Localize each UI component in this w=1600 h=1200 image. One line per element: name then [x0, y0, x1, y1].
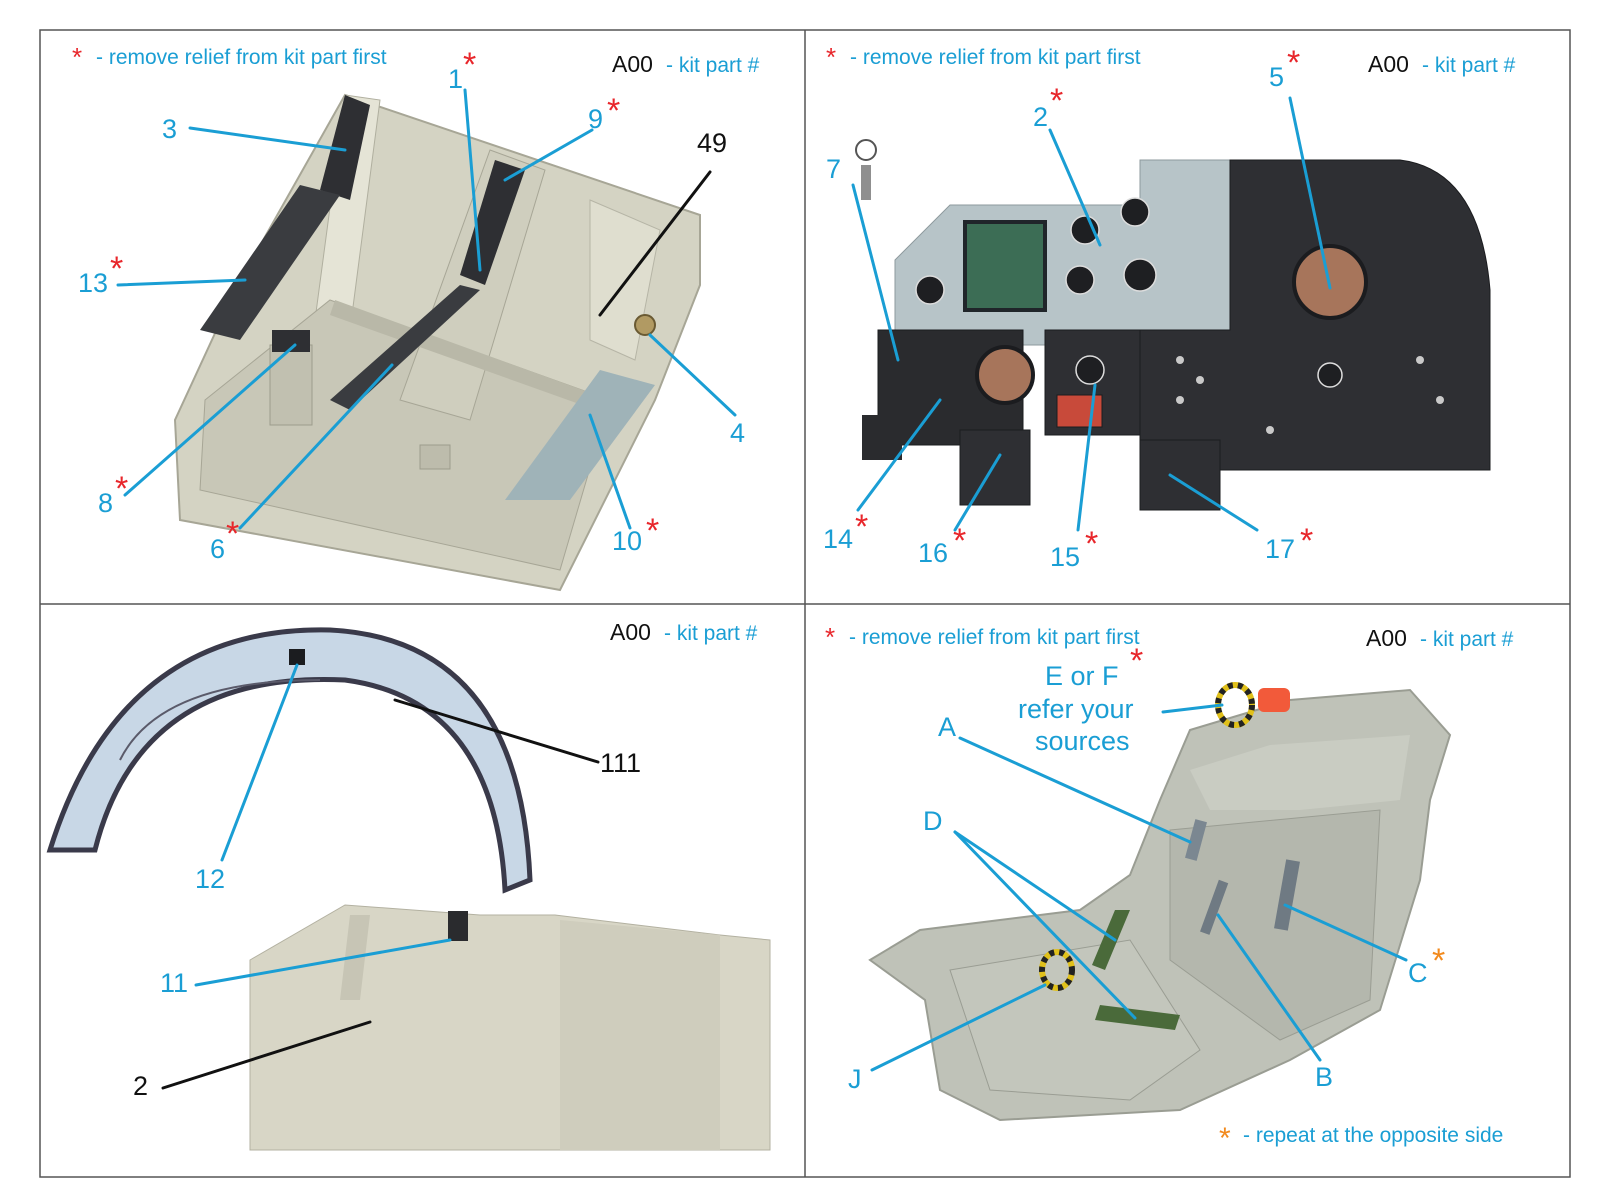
panel-instrument-panel: * - remove relief from kit part first A0…: [823, 42, 1516, 572]
callout-c: C: [1408, 958, 1428, 988]
asterisk-10: *: [646, 512, 659, 550]
asterisk-6: *: [226, 515, 239, 553]
callout-8: 8: [98, 488, 113, 518]
asterisk-14: *: [855, 508, 868, 546]
callout-17: 17: [1265, 534, 1295, 564]
asterisk-8: *: [115, 470, 128, 508]
panel-canopy: A00 - kit part # 111 12 11 2: [46, 619, 771, 1151]
callout-d: D: [923, 806, 943, 836]
panel-ejection-seat: * - remove relief from kit part first A0…: [825, 622, 1514, 1155]
callout-5: 5: [1269, 62, 1284, 92]
repeat-opposite-legend: - repeat at the opposite side: [1243, 1124, 1503, 1147]
callout-7: 7: [826, 154, 841, 184]
note-refer-your: refer your: [1018, 694, 1134, 724]
kit-part-legend: - kit part #: [664, 622, 758, 645]
asterisk-c: *: [1432, 942, 1445, 980]
asterisk-13: *: [110, 250, 123, 288]
remove-relief-legend: - remove relief from kit part first: [850, 46, 1141, 69]
canopy-image: [46, 627, 771, 1151]
callout-11: 11: [160, 968, 188, 998]
callout-4: 4: [730, 418, 745, 448]
callout-49: 49: [697, 128, 727, 158]
asterisk-9: *: [607, 92, 620, 130]
asterisk-mark: *: [825, 622, 835, 652]
note-sources: sources: [1035, 726, 1130, 756]
callout-13: 13: [78, 268, 108, 298]
callout-j: J: [848, 1064, 862, 1094]
remove-relief-legend: - remove relief from kit part first: [849, 626, 1140, 649]
kit-part-code: A00: [610, 619, 651, 645]
callout-1: 1: [448, 64, 463, 94]
callout-2: 2: [133, 1071, 148, 1101]
kit-part-code: A00: [1368, 51, 1409, 77]
callout-3: 3: [162, 114, 177, 144]
kit-part-legend: - kit part #: [666, 54, 760, 77]
callout-b: B: [1315, 1062, 1333, 1092]
callout-12: 12: [195, 864, 225, 894]
callout-a: A: [938, 712, 956, 742]
callout-111: 111: [600, 748, 641, 778]
leader-lines-br: [870, 703, 1408, 1072]
kit-part-code: A00: [612, 51, 653, 77]
callout-15: 15: [1050, 542, 1080, 572]
instrument-panel-image: [855, 139, 1491, 511]
panel-cockpit-tub: * - remove relief from kit part first A0…: [72, 42, 760, 592]
leader-lines-tr: [851, 96, 1332, 532]
asterisk-17: *: [1300, 522, 1313, 560]
cockpit-tub-image: [173, 93, 701, 592]
asterisk-mark: *: [826, 42, 836, 72]
leader-lines-bl: [161, 663, 600, 1090]
asterisk-e-or-f: *: [1130, 642, 1143, 680]
panel-frames: [39, 29, 1571, 1178]
asterisk-repeat: *: [1219, 1122, 1231, 1155]
remove-relief-legend: - remove relief from kit part first: [96, 46, 387, 69]
callout-10: 10: [612, 526, 642, 556]
callout-2: 2: [1033, 102, 1048, 132]
asterisk-1: *: [463, 46, 476, 84]
kit-part-legend: - kit part #: [1422, 54, 1516, 77]
asterisk-16: *: [953, 522, 966, 560]
callout-6: 6: [210, 534, 225, 564]
kit-part-code: A00: [1366, 625, 1407, 651]
ejection-seat-image: [868, 682, 1452, 1122]
callout-14: 14: [823, 524, 853, 554]
asterisk-15: *: [1085, 525, 1098, 563]
asterisk-mark: *: [72, 42, 82, 72]
note-e-or-f: E or F: [1045, 661, 1119, 691]
leader-lines-tl: [116, 88, 737, 530]
kit-part-legend: - kit part #: [1420, 628, 1514, 651]
callout-9: 9: [588, 104, 603, 134]
asterisk-5: *: [1287, 44, 1300, 82]
callout-16: 16: [918, 538, 948, 568]
asterisk-2: *: [1050, 82, 1063, 120]
